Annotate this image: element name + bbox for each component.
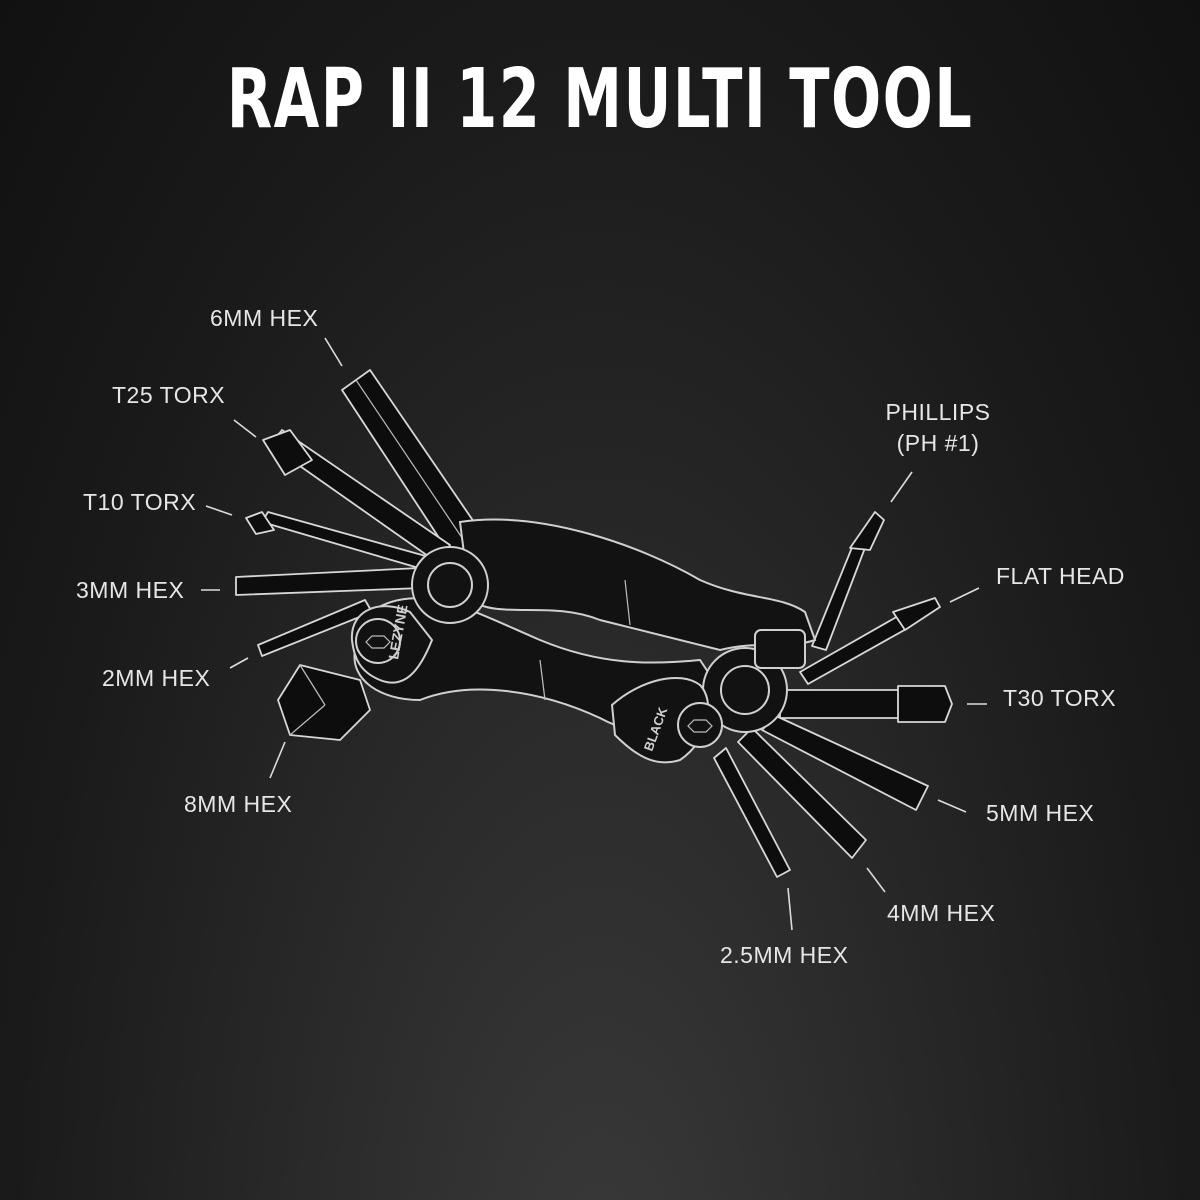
leader-2mm-hex: [229, 657, 249, 669]
leader-t25-torx: [233, 419, 257, 438]
page-title: RAP II 12 MULTI TOOL: [226, 52, 974, 147]
label-phillips-line1: PHILLIPS: [886, 399, 991, 425]
tool-body: LEZYNE BLACK: [350, 518, 817, 764]
label-8mm-hex: 8MM HEX: [184, 791, 292, 817]
leader-5mm-hex: [937, 799, 967, 813]
tool-t10-torx: [245, 511, 441, 574]
label-2-5mm-hex: 2.5MM HEX: [720, 942, 848, 968]
label-t10-torx: T10 TORX: [83, 489, 196, 515]
leader-lines: [201, 337, 987, 931]
tool-t25-torx: [262, 429, 451, 564]
tool-2-5mm-hex: [713, 747, 791, 878]
leader-t10-torx: [205, 505, 233, 516]
tool-phillips: [811, 511, 885, 651]
tool-flat-head: [799, 597, 941, 685]
leader-4mm-hex: [866, 867, 886, 893]
label-t30-torx: T30 TORX: [1003, 685, 1116, 711]
leader-8mm-hex: [269, 741, 286, 779]
label-5mm-hex: 5MM HEX: [986, 800, 1094, 826]
label-phillips-line2: (PH #1): [897, 430, 980, 456]
label-3mm-hex: 3MM HEX: [76, 577, 184, 603]
tool-t30-torx: [779, 685, 953, 723]
label-2mm-hex: 2MM HEX: [102, 665, 210, 691]
label-4mm-hex: 4MM HEX: [887, 900, 995, 926]
tool-3mm-hex: [235, 567, 423, 596]
label-flat-head: FLAT HEAD: [996, 563, 1125, 589]
leader-phillips: [890, 471, 913, 503]
leader-2-5mm-hex: [787, 887, 793, 931]
leader-6mm-hex: [324, 337, 343, 367]
label-t25-torx: T25 TORX: [112, 382, 225, 408]
tool-8mm-hex: [277, 664, 371, 741]
leader-flat-head: [949, 587, 980, 603]
label-6mm-hex: 6MM HEX: [210, 305, 318, 331]
